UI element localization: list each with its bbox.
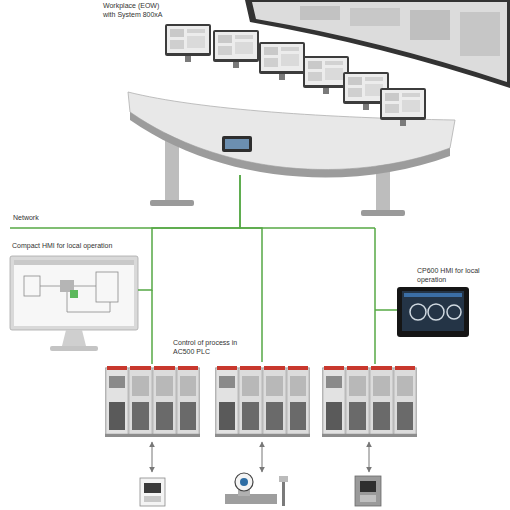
cp600-hmi: CP600 HMI for local operation [397, 287, 469, 337]
network-connector [240, 175, 262, 362]
node-heading: CP600 HMI for local operation [417, 267, 483, 284]
network-connector [138, 175, 240, 290]
network-label: Network [12, 214, 40, 223]
ac500-plc: Control of process in AC500 PLC [215, 362, 310, 437]
node-heading: Control of process in AC500 PLC [173, 339, 255, 356]
node-heading: Workplace (EOW) with System 800xA [103, 2, 171, 19]
node-heading: Compact HMI for local operation [12, 242, 162, 251]
compact-hmi: Compact HMI for local operation [10, 256, 138, 354]
operator-workplace: Workplace (EOW) with System 800xA [100, 0, 440, 175]
